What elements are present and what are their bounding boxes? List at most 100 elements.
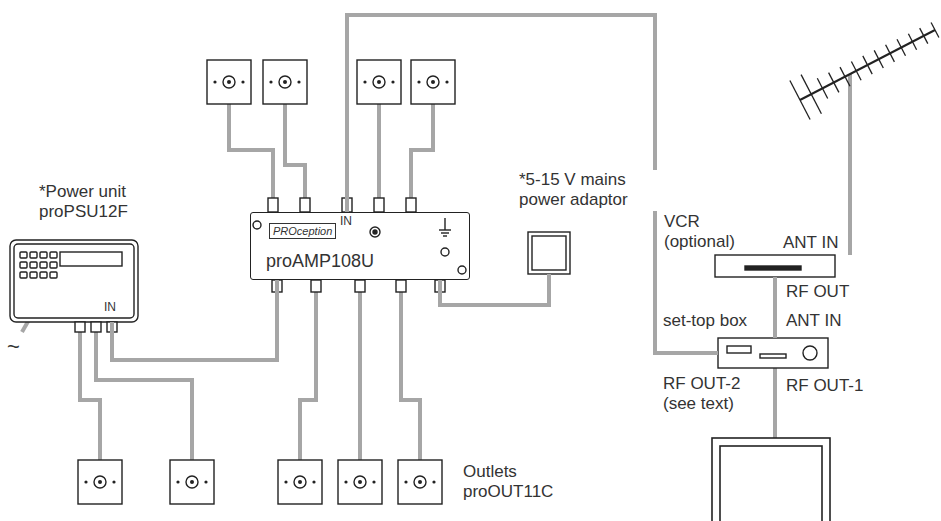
vcr-box: VCR (optional): [715, 255, 835, 277]
housing: [718, 338, 828, 368]
signal-name: ANT IN: [782, 233, 839, 253]
button: [50, 252, 57, 258]
knob: [373, 230, 377, 234]
knob: [803, 346, 817, 360]
brand-label: PROception: [269, 223, 336, 239]
device-label: *5-15 V mains power adaptor: [518, 170, 658, 211]
wire: [401, 292, 420, 460]
outlet: [263, 60, 307, 104]
antenna-element: [897, 39, 906, 56]
device-label: VCR (optional): [663, 212, 749, 253]
cable-line: [347, 15, 718, 353]
tv-cable: [773, 368, 777, 438]
tv-drawing: [712, 438, 830, 521]
mains-adaptor: *5-15 V mains power adaptor: [528, 232, 570, 274]
wire: [229, 104, 273, 198]
wire: [377, 104, 381, 198]
wire: [358, 292, 362, 460]
housing: [528, 232, 570, 274]
outlet: [338, 460, 382, 504]
amplifier-box: PROceptionproAMP108U: [250, 212, 470, 280]
port: [374, 198, 384, 212]
button: [40, 262, 47, 268]
button: [40, 252, 47, 258]
signal-name: RF OUT-2 (see text): [662, 374, 759, 415]
display: [60, 252, 122, 266]
port: [91, 322, 101, 332]
vcr-drawing: [715, 255, 835, 277]
cable: [112, 280, 277, 360]
port: [396, 280, 406, 292]
wire: [285, 104, 305, 198]
outlet: [170, 460, 214, 504]
button: [20, 262, 27, 268]
button: [30, 252, 37, 258]
antenna-element: [840, 67, 850, 86]
port: [300, 198, 310, 212]
device-label: *Power unit proPSU12F: [38, 182, 148, 223]
housing: [14, 244, 134, 318]
slot: [760, 354, 786, 358]
mains-symbol: ~: [6, 334, 21, 360]
port: [406, 198, 416, 212]
cable-line: [112, 280, 277, 360]
outlet: [278, 460, 322, 504]
button: [40, 272, 47, 278]
housing: [715, 255, 835, 277]
tv-screen: [720, 446, 822, 521]
cassette-slot: [745, 266, 801, 270]
housing: [10, 240, 138, 322]
antenna-element: [920, 28, 928, 43]
outlet: [357, 60, 401, 104]
antenna-boom: [800, 30, 935, 100]
set-top-box-drawing: [718, 338, 828, 368]
cable: [347, 15, 718, 353]
cable: [440, 274, 549, 305]
button: [20, 252, 27, 258]
outlet: [78, 460, 122, 504]
antenna-element: [886, 45, 895, 62]
button: [30, 262, 37, 268]
antenna-element: [817, 78, 827, 98]
card-slot: [727, 346, 751, 353]
port: [355, 280, 365, 292]
knob: [370, 227, 380, 237]
screw: [441, 248, 449, 256]
outlet: [411, 60, 455, 104]
buttons: [20, 252, 57, 278]
signal-name: RF OUT-1: [785, 376, 864, 396]
antenna-element: [863, 56, 872, 74]
button: [50, 272, 57, 278]
antenna-element: [874, 50, 883, 68]
signal-name: ANT IN: [785, 311, 842, 331]
set-top-box: set-top box: [718, 338, 828, 368]
button: [50, 262, 57, 268]
outlet-wires: [22, 74, 850, 460]
antenna-element: [931, 23, 939, 38]
housing: [532, 236, 566, 270]
wire: [300, 292, 316, 460]
antenna: [790, 23, 939, 120]
port-name: IN: [103, 300, 117, 314]
outlet: [398, 460, 442, 504]
mount-hole: [253, 221, 261, 229]
wire: [411, 104, 433, 198]
power-unit-drawing: [10, 240, 138, 332]
cable-line: [773, 277, 777, 338]
cable: [775, 277, 776, 338]
tv-housing: [712, 438, 830, 521]
antenna-element: [851, 62, 861, 81]
outlet: [207, 60, 251, 104]
mount-hole: [458, 266, 466, 274]
button: [30, 272, 37, 278]
port: [268, 198, 278, 212]
antenna-element: [908, 34, 916, 50]
earth-symbol: [439, 218, 451, 236]
mains-adaptor-drawing: [528, 232, 570, 274]
port: [75, 322, 85, 332]
signal-name: RF OUT: [785, 282, 850, 302]
antenna-element: [829, 73, 839, 93]
